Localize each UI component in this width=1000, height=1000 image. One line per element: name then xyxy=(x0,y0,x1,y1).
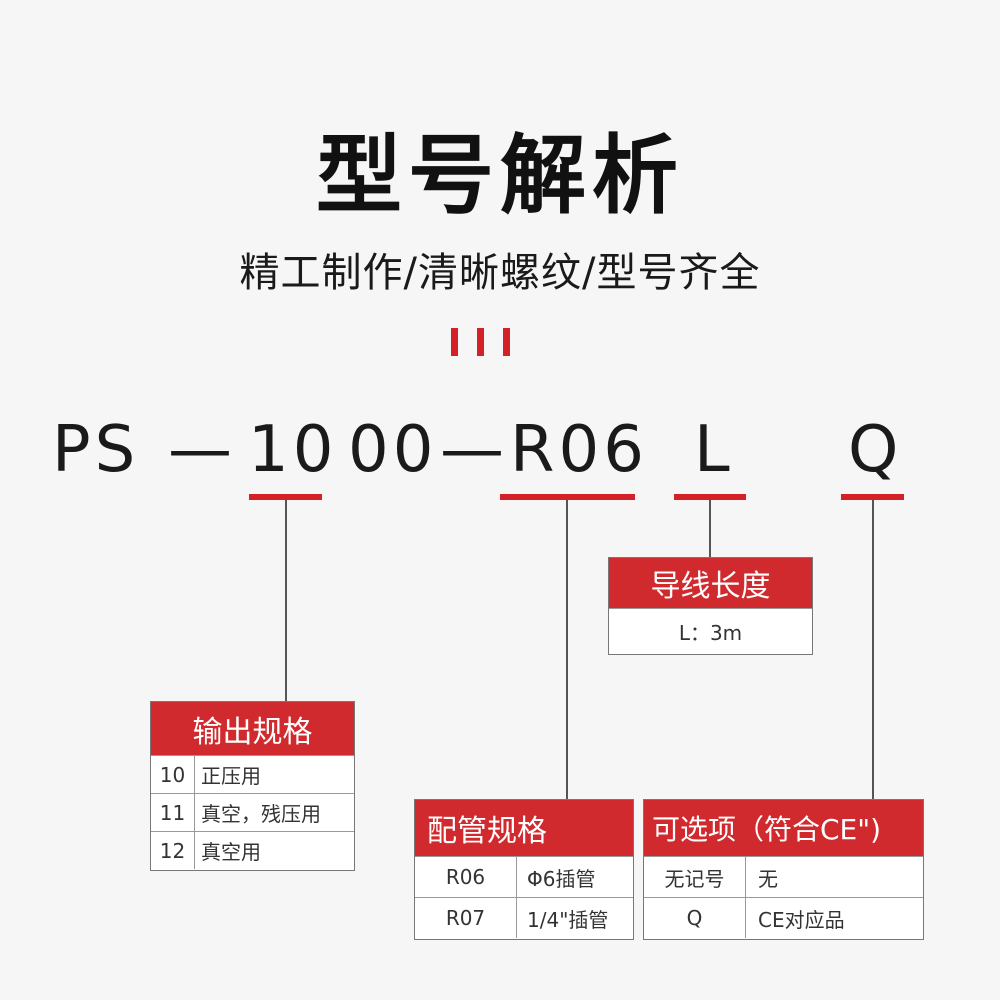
options-box: 可选项（符合CE") 无记号 无 Q CE对应品 xyxy=(643,799,924,940)
page-title: 型号解析 xyxy=(316,126,684,226)
output-spec-box: 输出规格 10 正压用 11 真空，残压用 12 真空用 xyxy=(150,701,355,871)
piping-spec-box: 配管规格 R06 Φ6插管 R07 1/4"插管 xyxy=(414,799,634,940)
underline-piping xyxy=(500,494,635,500)
code-part-dash-2: — xyxy=(440,413,508,487)
option-code: 无记号 xyxy=(644,857,746,897)
code-part-option: Q xyxy=(848,413,903,487)
underline-wire xyxy=(674,494,746,500)
piping-desc: Φ6插管 xyxy=(527,866,596,891)
code-part-dash-1: — xyxy=(168,413,236,487)
decor-tick-3 xyxy=(503,328,510,356)
code-part-wire: L xyxy=(694,413,734,487)
output-desc: 正压用 xyxy=(201,764,261,788)
table-row: R06 Φ6插管 xyxy=(415,856,633,897)
options-title: 可选项（符合CE") xyxy=(644,800,923,856)
code-part-fixed: 00 xyxy=(348,413,438,487)
code-part-piping: R06 xyxy=(510,413,648,487)
table-row: 12 真空用 xyxy=(151,831,354,869)
table-row: 11 真空，残压用 xyxy=(151,793,354,831)
decor-tick-1 xyxy=(451,328,458,356)
piping-code: R06 xyxy=(415,857,517,897)
wire-length-box: 导线长度 L：3m xyxy=(608,557,813,655)
connector-option xyxy=(872,500,874,800)
wire-length-title: 导线长度 xyxy=(609,558,812,608)
table-row: R07 1/4"插管 xyxy=(415,897,633,938)
page-subtitle: 精工制作/清晰螺纹/型号齐全 xyxy=(239,250,761,296)
piping-code: R07 xyxy=(415,898,517,938)
option-desc: CE对应品 xyxy=(758,907,845,932)
output-desc: 真空用 xyxy=(201,840,261,864)
decor-tick-2 xyxy=(477,328,484,356)
output-code: 10 xyxy=(151,756,195,793)
output-code: 11 xyxy=(151,794,195,831)
output-desc: 真空，残压用 xyxy=(201,802,321,826)
output-spec-title: 输出规格 xyxy=(151,702,354,755)
table-row: Q CE对应品 xyxy=(644,897,923,938)
piping-spec-title: 配管规格 xyxy=(415,800,633,856)
table-row: 无记号 无 xyxy=(644,856,923,897)
connector-wire xyxy=(709,500,711,558)
table-row: 10 正压用 xyxy=(151,755,354,793)
output-code: 12 xyxy=(151,832,195,869)
piping-desc: 1/4"插管 xyxy=(527,907,609,932)
code-part-output: 10 xyxy=(248,413,338,487)
underline-option xyxy=(841,494,904,500)
connector-output xyxy=(285,500,287,702)
option-code: Q xyxy=(644,898,746,938)
option-desc: 无 xyxy=(758,866,778,891)
wire-length-value: L：3m xyxy=(678,620,743,645)
underline-output xyxy=(249,494,322,500)
connector-piping xyxy=(566,500,568,800)
code-part-series: PS xyxy=(52,413,140,487)
